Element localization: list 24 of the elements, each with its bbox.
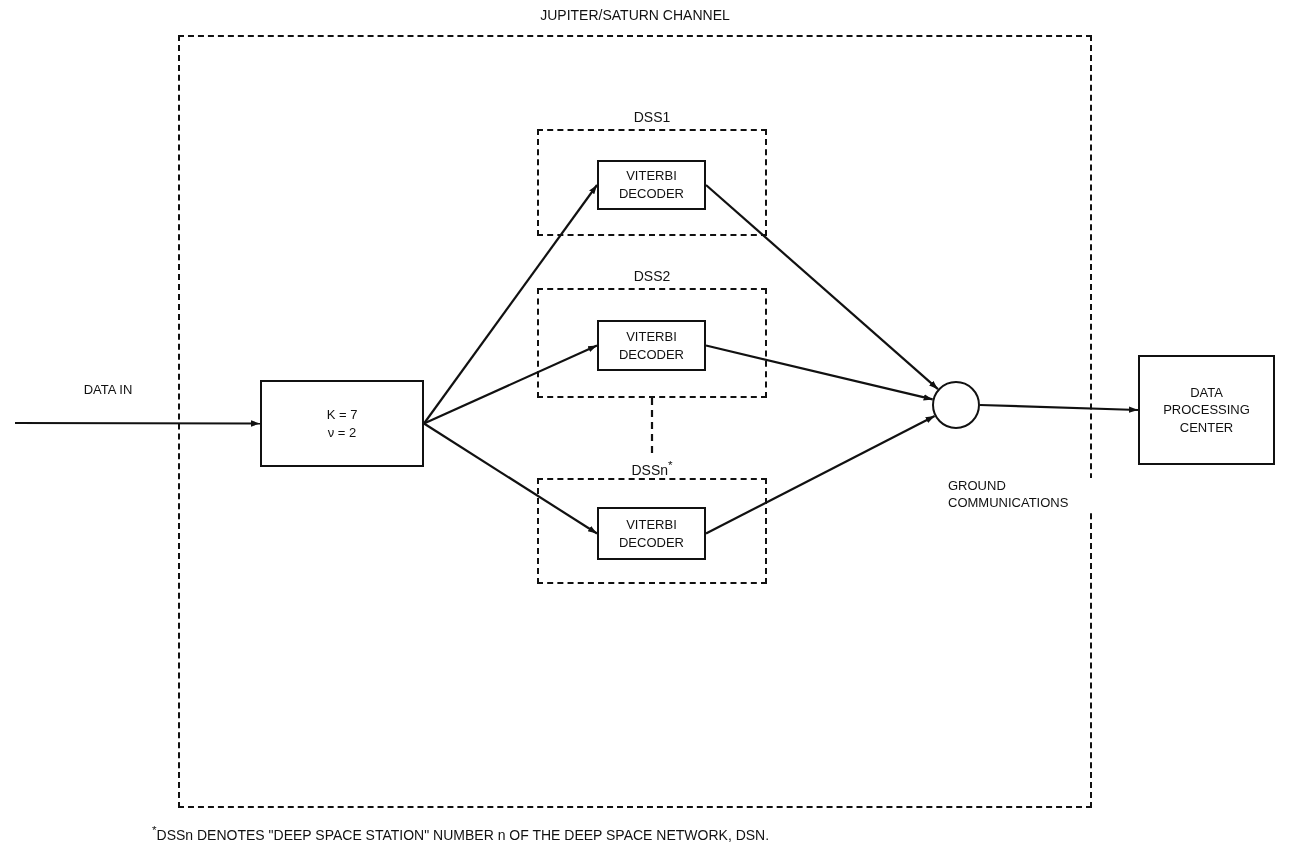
group-title: JUPITER/SATURN CHANNEL	[539, 7, 731, 23]
decoder-box	[597, 507, 706, 560]
dashed-connector	[650, 398, 654, 455]
decoder-box	[597, 160, 706, 210]
box-label: VITERBI DECODER	[618, 515, 685, 552]
station-label: DSS2	[632, 268, 672, 284]
processing-center-box	[1138, 355, 1275, 465]
combiner-circle	[932, 381, 980, 429]
box-label: K = 7 ν = 2	[325, 405, 359, 442]
arrow	[705, 344, 933, 401]
station-label: DSS1	[632, 109, 672, 125]
station-label: DSSn$^{*}$	[630, 458, 674, 478]
arrow	[979, 403, 1139, 413]
box-label: VITERBI DECODER	[618, 167, 685, 203]
arrow	[15, 420, 260, 427]
arrow	[705, 184, 939, 390]
decoder-box	[597, 320, 706, 371]
arrow	[423, 422, 598, 535]
box-label: DATA PROCESSING CENTER	[1162, 383, 1251, 437]
arrow	[705, 415, 936, 535]
encoder-box	[260, 380, 424, 467]
box-label: VITERBI DECODER	[618, 327, 685, 364]
arrow	[423, 184, 598, 425]
arrow	[423, 344, 598, 425]
